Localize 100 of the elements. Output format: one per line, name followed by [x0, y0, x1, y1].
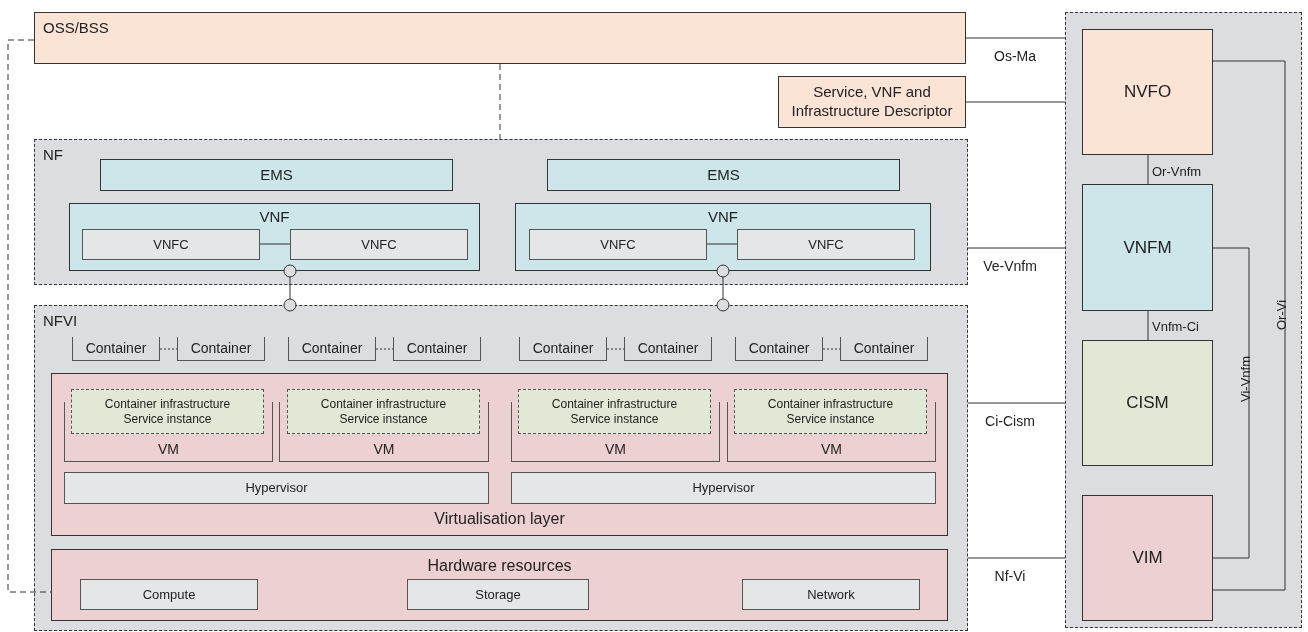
connector-line	[706, 243, 738, 245]
dashed-box	[734, 389, 927, 434]
connector-line	[259, 243, 291, 245]
edge-label: Or-Vnfm	[1152, 163, 1202, 181]
node-label: VNFM	[1123, 236, 1172, 259]
dashed-box	[71, 389, 264, 434]
process-box	[511, 472, 936, 504]
node-label: Compute	[142, 585, 196, 604]
dashed-box	[518, 389, 711, 434]
node-label: VNF	[708, 207, 738, 227]
connector-line	[1212, 247, 1250, 559]
tab-box	[393, 337, 481, 361]
node-label: OSS/BSS	[43, 18, 109, 38]
node-label: VM	[821, 440, 842, 459]
group-panel	[34, 139, 968, 285]
node-label: Service, VNF and Infrastructure Descriptor	[790, 83, 954, 121]
process-box	[80, 579, 258, 610]
edge-label: Os-Ma	[993, 47, 1037, 66]
connector-line	[967, 557, 1066, 559]
node-label: Container	[190, 339, 252, 358]
node-label: Hypervisor	[245, 479, 308, 498]
interface-connector	[716, 264, 730, 312]
edge-label: Vi-Vnfm	[1237, 356, 1254, 402]
layer-panel	[51, 373, 948, 536]
node-label: Container	[637, 339, 699, 358]
node-label: NF	[43, 145, 63, 165]
edge-label: Vnfm-Ci	[1152, 318, 1199, 336]
node-label: Container infrastructure Service instance	[550, 396, 679, 427]
connector-line	[822, 348, 841, 350]
node-label: VM	[373, 440, 395, 459]
connector-line	[606, 348, 625, 350]
process-box	[407, 579, 589, 610]
node-label: EMS	[260, 164, 293, 185]
connector-line	[159, 348, 178, 350]
tab-box	[624, 337, 712, 361]
bracket-box	[511, 389, 720, 462]
bracket-box	[279, 389, 489, 462]
interface-connector	[283, 264, 297, 312]
group-panel	[1065, 12, 1302, 628]
node-label: Container	[532, 339, 594, 358]
node-label: Container	[406, 339, 468, 358]
process-box	[547, 159, 900, 191]
bracket-box	[64, 389, 273, 462]
connector-line	[965, 101, 1066, 103]
edge-label: Or-Vi	[1273, 299, 1290, 330]
process-box	[34, 12, 966, 64]
connector-line	[7, 39, 52, 593]
connector-line	[375, 348, 394, 350]
connector-line	[499, 63, 501, 140]
node-label: VNFC	[361, 235, 397, 254]
node-label: VM	[605, 440, 626, 459]
node-label: Container	[748, 339, 810, 358]
tab-box	[177, 337, 265, 361]
node-label: Storage	[475, 585, 521, 604]
process-box	[82, 229, 260, 260]
group-panel	[34, 305, 968, 631]
connector-line	[967, 402, 1066, 404]
tab-box	[840, 337, 928, 361]
container-box	[515, 203, 931, 271]
node-label: VNFC	[600, 235, 636, 254]
process-box	[64, 472, 489, 504]
process-box	[100, 159, 453, 191]
connector-line	[1147, 310, 1149, 341]
node-label: VNFC	[153, 235, 189, 254]
container-box	[69, 203, 480, 271]
connector-line	[1147, 154, 1149, 185]
process-box	[1082, 495, 1213, 621]
process-box	[290, 229, 468, 260]
node-label: Container	[853, 339, 915, 358]
node-label: EMS	[707, 164, 740, 185]
connector-line	[1212, 60, 1286, 591]
node-label: NFVI	[43, 311, 78, 331]
edge-label: Ve-Vnfm	[982, 257, 1038, 276]
tab-box	[288, 337, 376, 361]
node-label: VIM	[1132, 547, 1163, 570]
connector-line	[965, 37, 1066, 39]
tab-box	[735, 337, 823, 361]
node-label: VNFC	[808, 235, 844, 254]
node-label: Network	[807, 585, 855, 604]
node-label: Hypervisor	[692, 479, 755, 498]
node-label: CISM	[1126, 392, 1169, 415]
process-box	[1082, 184, 1213, 311]
node-label: Container infrastructure Service instance	[319, 396, 448, 427]
tab-box	[519, 337, 607, 361]
tab-box	[72, 337, 160, 361]
process-box	[1082, 340, 1213, 466]
process-box	[778, 76, 966, 128]
node-label: Hardware resources	[427, 556, 572, 576]
node-label: Container infrastructure Service instance	[766, 396, 895, 427]
edge-label: Nf-Vi	[993, 567, 1027, 586]
process-box	[529, 229, 707, 260]
node-label: Container	[301, 339, 363, 358]
bracket-box	[727, 389, 936, 462]
node-label: NVFO	[1123, 81, 1172, 104]
node-label: VM	[158, 440, 179, 459]
dashed-box	[287, 389, 480, 434]
process-box	[742, 579, 920, 610]
process-box	[1082, 29, 1213, 155]
edge-label: Ci-Cism	[984, 412, 1036, 431]
node-label: Container	[85, 339, 147, 358]
